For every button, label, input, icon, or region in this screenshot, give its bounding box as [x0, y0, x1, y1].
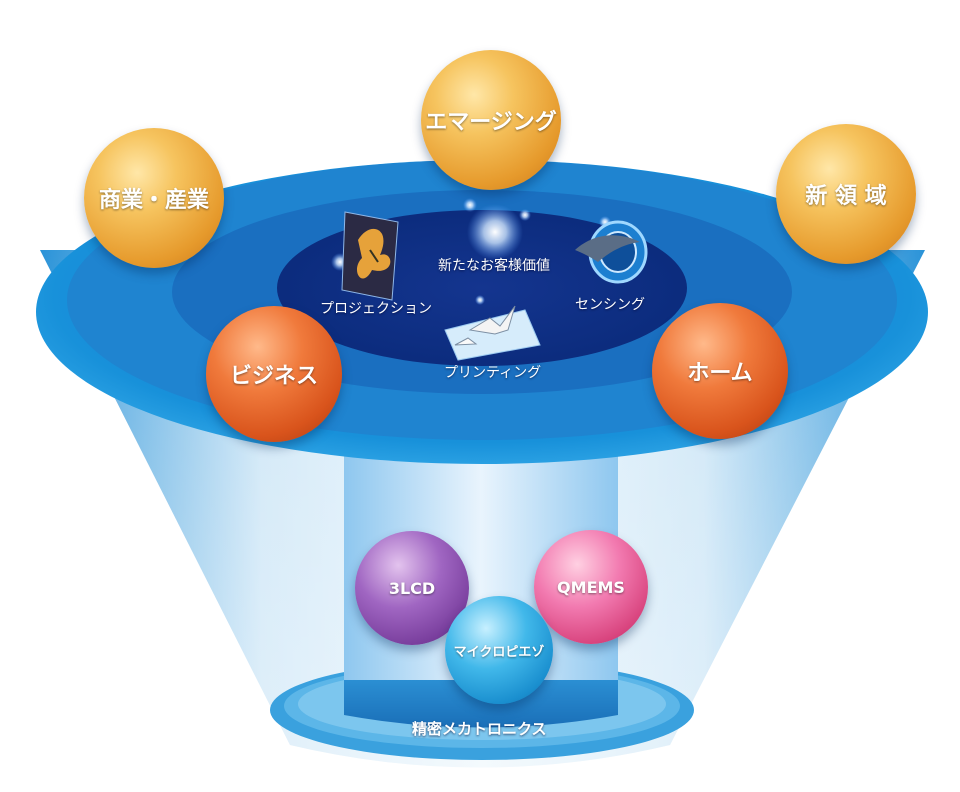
- sphere-home: ホーム: [652, 303, 788, 439]
- sphere-qmems: QMEMS: [534, 530, 648, 644]
- sphere-new-domain: 新 領 域: [776, 124, 916, 264]
- sphere-label: 商業・産業: [98, 188, 209, 213]
- sphere-label: ビジネス: [229, 364, 318, 389]
- printing-label: プリンティング: [444, 365, 542, 381]
- sphere-emerging: エマージング: [421, 50, 561, 190]
- base-label: 精密メカトロニクス: [412, 720, 547, 738]
- sphere-label: QMEMS: [557, 577, 625, 597]
- printing-image: [444, 305, 541, 361]
- base-label-band: [344, 680, 618, 728]
- sphere-label: 新 領 域: [805, 184, 887, 209]
- sphere-commercial-industrial: 商業・産業: [84, 128, 224, 268]
- sphere-micro-piezo: マイクロピエゾ: [445, 596, 553, 704]
- sphere-label: ホーム: [687, 361, 753, 386]
- sphere-label: エマージング: [425, 110, 557, 135]
- core-value-label: 新たなお客様価値: [438, 258, 550, 274]
- sphere-business: ビジネス: [206, 306, 342, 442]
- sensing-label: センシング: [575, 297, 645, 313]
- sphere-label: マイクロピエゾ: [453, 644, 545, 660]
- sparkle-glow: [467, 204, 523, 260]
- sphere-label: 3LCD: [388, 578, 436, 598]
- sensing-image: [575, 220, 648, 284]
- projection-image: [341, 211, 399, 301]
- projection-label: プロジェクション: [320, 301, 432, 317]
